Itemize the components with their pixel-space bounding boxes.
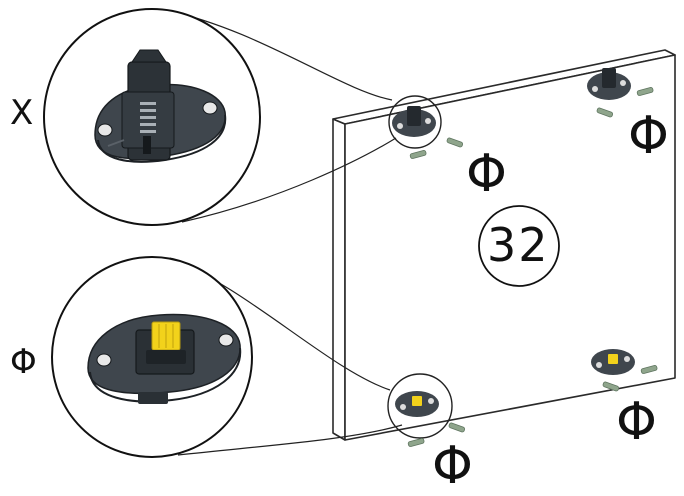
leader-bottom-lower: [177, 424, 403, 456]
fitting-bottom-right: [591, 349, 635, 375]
screw-icon: [640, 365, 658, 374]
detail-fitting-top: [94, 49, 227, 163]
detail-fitting-bottom: [87, 313, 242, 404]
detail-label-top: X: [10, 93, 34, 133]
leader-top-lower: [181, 137, 397, 223]
fitting-top-right: [587, 68, 631, 100]
panel-edge: [332, 118, 346, 441]
screw-icon: [407, 438, 425, 447]
fitting-label-bottom-right: Φ: [616, 392, 657, 452]
detail-label-bottom: Φ: [10, 342, 37, 382]
screw-icon: [602, 381, 620, 392]
panel-face: [344, 54, 676, 441]
screw-icon: [636, 87, 654, 96]
screw-icon: [409, 150, 427, 159]
highlight-circle-bottom: [387, 373, 453, 439]
screw-icon: [448, 422, 466, 433]
screws: [407, 87, 658, 447]
panel: [332, 49, 676, 441]
fitting-bottom-left: [395, 391, 439, 417]
fitting-top-left: [392, 106, 436, 137]
fitting-label-top-right: Φ: [628, 106, 669, 166]
step-number: 32: [487, 218, 550, 272]
step-number-circle: [478, 205, 560, 287]
fitting-label-top-left: Φ: [466, 144, 507, 204]
highlight-circle-top: [388, 95, 442, 149]
screw-icon: [446, 137, 464, 148]
screw-icon: [596, 107, 614, 118]
fitting-label-bottom-left: Φ: [432, 436, 473, 496]
